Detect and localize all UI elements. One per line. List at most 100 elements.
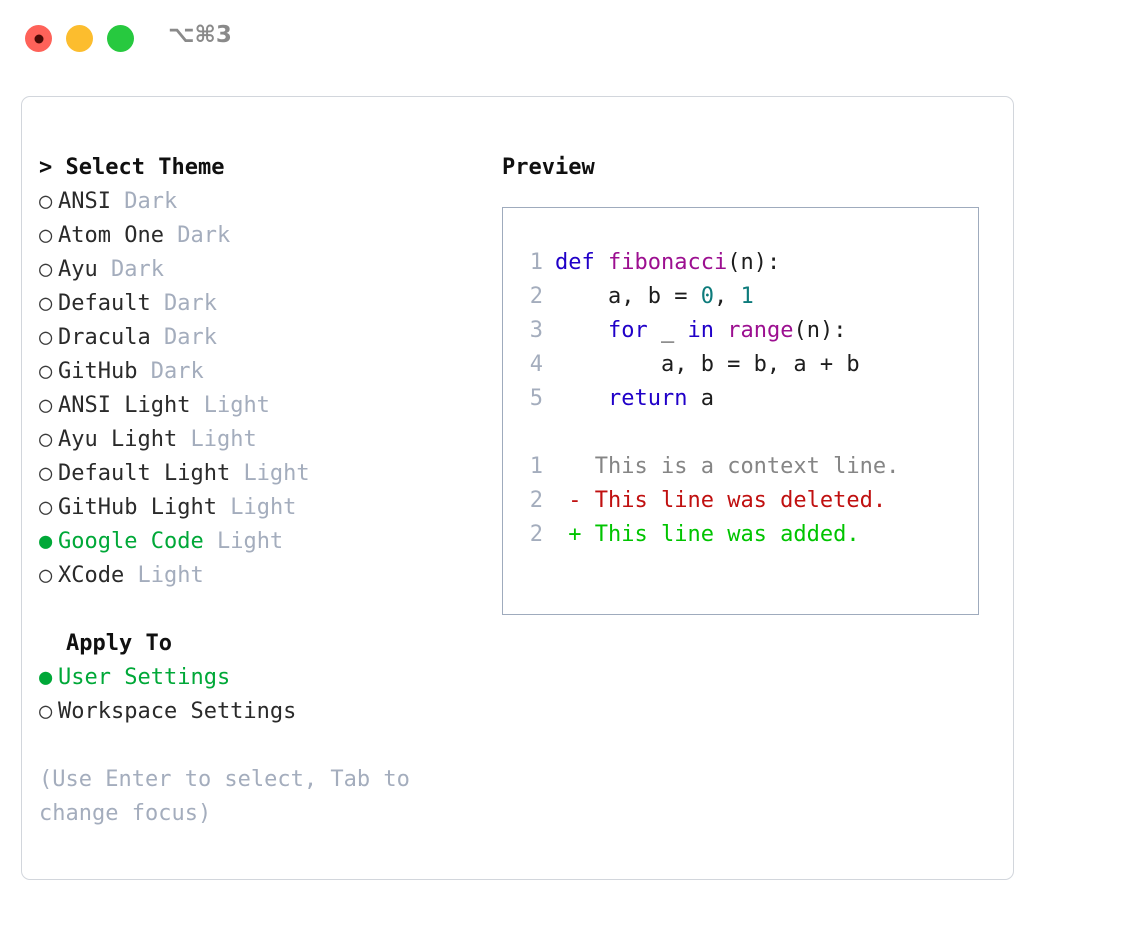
theme-item-atom-one[interactable]: ○Atom One Dark (39, 219, 469, 253)
code-token-fn: range (727, 318, 794, 343)
theme-item-label: ANSI Light (58, 393, 191, 418)
theme-item-label: GitHub Light (58, 495, 217, 520)
keyboard-hint: (Use Enter to select, Tab to change focu… (39, 767, 424, 826)
code-line: 3 for _ in range(n): (517, 314, 972, 348)
theme-item-variant: Dark (163, 291, 217, 316)
apply-to-option-workspace-settings[interactable]: ○Workspace Settings (39, 695, 469, 729)
code-token-txt (714, 318, 727, 343)
code-line: 5 return a (517, 382, 972, 416)
code-token-txt: , (713, 284, 741, 309)
theme-item-ansi-light[interactable]: ○ANSI Light Light (39, 389, 469, 423)
theme-item-ayu-light[interactable]: ○Ayu Light Light (39, 423, 469, 457)
radio-selected-icon: ● (39, 529, 53, 554)
maximize-button[interactable] (107, 25, 134, 52)
theme-item-variant: Dark (150, 359, 204, 384)
radio-unselected-icon: ○ (39, 257, 53, 282)
code-line: 2 a, b = 0, 1 (517, 280, 972, 314)
code-token-kw: return (607, 386, 688, 411)
hint-spacer (39, 729, 469, 763)
radio-unselected-icon: ○ (39, 461, 53, 486)
radio-selected-icon: ● (39, 665, 53, 690)
radio-unselected-icon: ○ (39, 699, 53, 724)
theme-item-label: Default (58, 291, 151, 316)
content-panel: > Select Theme ○ANSI Dark○Atom One Dark○… (21, 96, 1014, 880)
close-button[interactable] (25, 25, 52, 52)
theme-item-variant: Light (203, 393, 270, 418)
code-token-kw: def (555, 250, 608, 275)
theme-item-variant: Dark (124, 189, 178, 214)
theme-item-variant: Dark (163, 325, 217, 350)
theme-item-variant: Dark (177, 223, 231, 248)
diff-marker (555, 454, 582, 479)
code-line: 1 def fibonacci(n): (517, 246, 972, 280)
theme-item-ansi[interactable]: ○ANSI Dark (39, 185, 469, 219)
code-token-num: 0 (700, 284, 714, 309)
radio-unselected-icon: ○ (39, 393, 53, 418)
theme-item-github[interactable]: ○GitHub Dark (39, 355, 469, 389)
diff-text: This is a context line. (581, 454, 900, 479)
line-number: 1 (529, 250, 543, 275)
theme-item-xcode[interactable]: ○XCode Light (39, 559, 469, 593)
apply-to-list: ●User Settings○Workspace Settings (39, 661, 469, 729)
code-line: 4 a, b = b, a + b (517, 348, 972, 382)
diff-line-del: 2 - This line was deleted. (517, 484, 972, 518)
line-number: 2 (529, 522, 543, 547)
radio-unselected-icon: ○ (39, 189, 53, 214)
code-token-txt (555, 318, 608, 343)
theme-item-label: XCode (58, 563, 125, 588)
diff-text: This line was added. (581, 522, 860, 547)
theme-item-label: Ayu Light (58, 427, 178, 452)
theme-item-label: Google Code (58, 529, 204, 554)
theme-item-dracula[interactable]: ○Dracula Dark (39, 321, 469, 355)
theme-item-github-light[interactable]: ○GitHub Light Light (39, 491, 469, 525)
theme-item-variant: Light (137, 563, 204, 588)
line-number: 2 (529, 284, 543, 309)
title-bar: ⌥⌘3 (0, 0, 1140, 78)
window-title-shortcut: ⌥⌘3 (168, 22, 232, 48)
code-token-num: 1 (740, 284, 754, 309)
radio-unselected-icon: ○ (39, 427, 53, 452)
theme-item-variant: Light (190, 427, 257, 452)
diff-marker: + (555, 522, 582, 547)
theme-item-variant: Dark (111, 257, 164, 282)
code-diff-separator (517, 416, 972, 450)
line-number: 1 (529, 454, 543, 479)
theme-item-label: Ayu (58, 257, 98, 282)
radio-unselected-icon: ○ (39, 223, 53, 248)
close-icon (34, 34, 43, 43)
theme-item-label: Dracula (58, 325, 151, 350)
line-number: 5 (529, 386, 543, 411)
theme-item-ayu[interactable]: ○Ayu Dark (39, 253, 469, 287)
radio-unselected-icon: ○ (39, 495, 53, 520)
theme-item-label: GitHub (58, 359, 138, 384)
code-token-txt: _ (647, 318, 688, 343)
list-spacer (39, 593, 469, 627)
theme-item-google-code[interactable]: ●Google Code Light (39, 525, 469, 559)
theme-item-label: Atom One (58, 223, 164, 248)
code-token-fn: fibonacci (607, 250, 728, 275)
theme-item-variant: Light (216, 529, 284, 554)
theme-item-variant: Light (243, 461, 310, 486)
code-token-txt: (n): (727, 250, 781, 275)
radio-unselected-icon: ○ (39, 359, 53, 384)
diff-line-add: 2 + This line was added. (517, 518, 972, 552)
code-token-kw: for (607, 318, 648, 343)
diff-text: This line was deleted. (581, 488, 887, 513)
code-token-kw: in (687, 318, 714, 343)
preview-title: Preview (502, 155, 595, 180)
code-token-txt: (n): (793, 318, 847, 343)
apply-to-option-user-settings[interactable]: ●User Settings (39, 661, 469, 695)
minimize-button[interactable] (66, 25, 93, 52)
theme-picker-column: > Select Theme ○ANSI Dark○Atom One Dark○… (39, 151, 469, 831)
code-token-txt: a, b = (555, 284, 701, 309)
apply-to-option-label: Workspace Settings (58, 699, 297, 724)
theme-item-default[interactable]: ○Default Dark (39, 287, 469, 321)
radio-unselected-icon: ○ (39, 291, 53, 316)
diff-marker: - (555, 488, 582, 513)
theme-item-default-light[interactable]: ○Default Light Light (39, 457, 469, 491)
diff-sample: 1 This is a context line. 2 - This line w… (517, 450, 972, 552)
